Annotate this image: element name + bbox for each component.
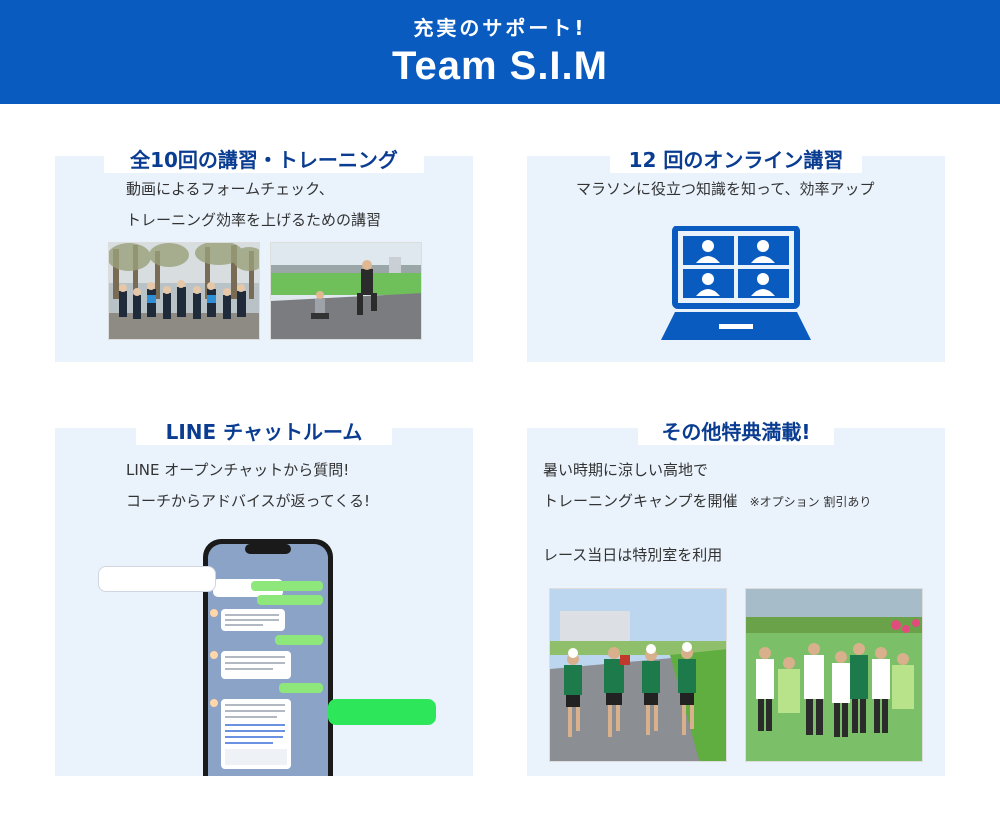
chat-bubble-white [98, 566, 216, 592]
laptop-video-call-icon [661, 225, 811, 342]
card-perks-desc-2-text: トレーニングキャンプを開催 [543, 492, 738, 510]
form-check-photo [270, 242, 422, 340]
group-training-photo [108, 242, 260, 340]
card-perks-note: ※オプション 割引あり [749, 495, 872, 509]
header-banner: 充実のサポート! Team S.I.M [0, 0, 1000, 104]
card-line-desc-1: LINE オープンチャットから質問! [126, 461, 350, 479]
card-perks-title: その他特典満載! [638, 416, 834, 445]
chat-bubble-green [328, 699, 436, 725]
card-line-title: LINE チャットルーム [136, 416, 392, 445]
card-line-desc-2: コーチからアドバイスが返ってくる! [126, 492, 371, 510]
card-training-title: 全10回の講習・トレーニング [104, 144, 424, 173]
banner-title: Team S.I.M [392, 44, 608, 88]
banner-subtitle: 充実のサポート! [413, 16, 587, 40]
phone-chat-mockup [203, 539, 333, 776]
card-perks-desc-1: 暑い時期に涼しい高地で [543, 461, 709, 479]
card-training-desc-2: トレーニング効率を上げるための講習 [126, 211, 382, 229]
card-training-desc-1: 動画によるフォームチェック、 [126, 180, 334, 198]
card-perks-desc-3: レース当日は特別室を利用 [543, 546, 723, 564]
card-perks-desc-2: トレーニングキャンプを開催 ※オプション 割引あり [543, 486, 871, 518]
card-online-desc: マラソンに役立つ知識を知って、効率アップ [576, 180, 875, 198]
card-online-title: 12 回のオンライン講習 [610, 144, 862, 173]
camp-group-photo [745, 588, 923, 762]
camp-running-photo [549, 588, 727, 762]
